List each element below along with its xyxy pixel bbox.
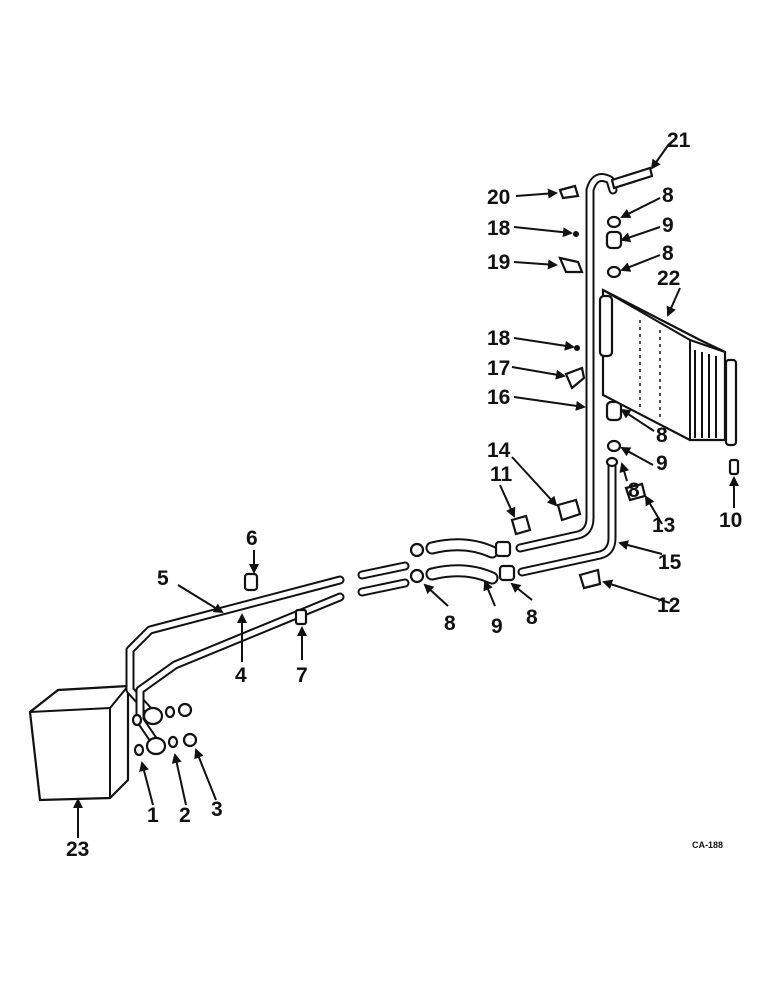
clip-11 [510,514,532,536]
callout-9-b: 9 [656,452,668,475]
callout-12: 12 [657,594,680,617]
callout-16: 16 [487,386,510,409]
callout-20: 20 [487,186,510,209]
drawing-code: CA-188 [692,840,723,850]
bracket-17 [564,366,586,390]
callout-5: 5 [157,567,169,590]
callout-22: 22 [657,267,680,290]
callout-8-a: 8 [444,612,456,635]
reservoir-part [28,684,130,802]
callout-8-f: 8 [662,242,674,265]
callout-3: 3 [211,798,223,821]
callout-1: 1 [147,804,159,827]
callout-8-e: 8 [662,184,674,207]
callout-11: 11 [490,463,513,486]
oil-cooler-part [598,288,738,447]
clamp-7 [294,608,308,626]
bolt-18-upper [573,231,579,237]
callout-15: 15 [658,551,682,574]
callout-19: 19 [487,251,510,274]
callout-23: 23 [66,838,89,861]
callout-8-b: 8 [526,606,538,629]
bracket-19 [558,256,584,274]
callout-7: 7 [296,664,308,687]
callout-18-a: 18 [487,327,511,350]
tube-line-15 [517,460,617,577]
tube-line-16 [515,173,618,553]
callout-9-c: 9 [662,214,674,237]
callout-9-a: 9 [491,615,503,638]
callout-18-b: 18 [487,217,511,240]
callout-21: 21 [667,129,691,152]
callout-17: 17 [487,357,510,380]
bolt-18-lower [574,345,580,351]
callout-labels: 1 2 3 4 5 6 7 8 8 8 8 8 8 9 9 9 10 11 12… [66,129,742,861]
clamp-6 [243,572,259,592]
callout-4: 4 [235,664,247,687]
callout-6: 6 [246,527,258,550]
fittings-upper [605,215,623,468]
callout-13: 13 [652,514,675,537]
leader-arrows [73,143,739,838]
clip-20 [558,184,580,200]
callout-14: 14 [487,439,511,462]
hose-9-lower [409,538,516,585]
callout-8-d: 8 [656,424,668,447]
tube-line-4 [135,578,410,747]
clip-12 [578,568,602,590]
bolt-10 [728,458,740,476]
clip-21 [610,166,654,190]
callout-2: 2 [179,804,191,827]
clip-14 [556,498,582,522]
fittings-group-1-3 [131,702,198,757]
callout-10: 10 [719,509,742,532]
callout-8-c: 8 [628,479,640,502]
